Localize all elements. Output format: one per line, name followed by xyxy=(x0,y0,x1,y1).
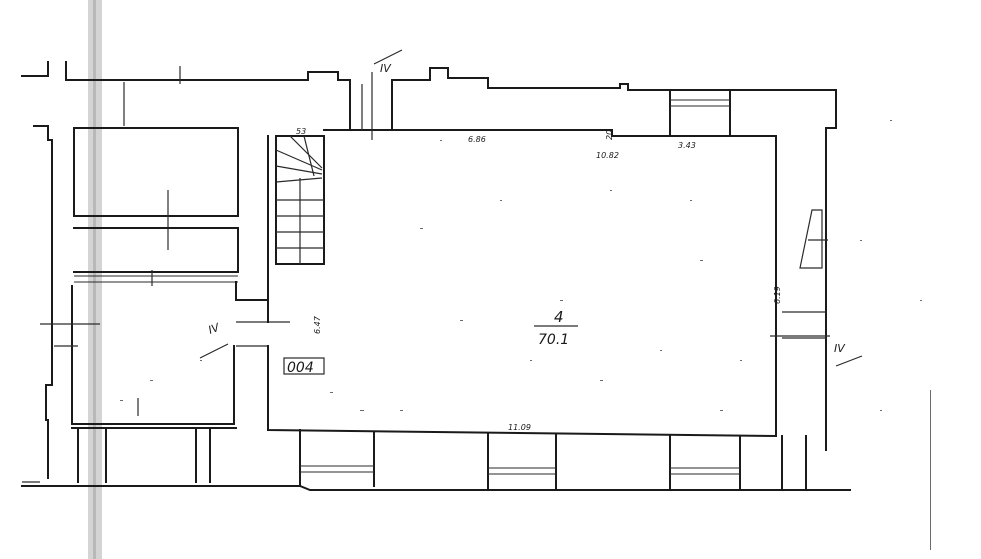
dim-top-segment: 6.86 xyxy=(468,135,486,144)
dim-bottom-length: 11.09 xyxy=(508,423,531,432)
code-box-frame xyxy=(283,357,325,375)
section-mark-right: IV xyxy=(834,342,846,355)
scan-artifact-line xyxy=(93,0,96,559)
room-number: 4 xyxy=(554,308,564,326)
dim-top-small: 53 xyxy=(296,127,306,136)
dim-left-height: 6.47 xyxy=(313,315,322,334)
section-mark-top: IV xyxy=(380,62,392,75)
main-room xyxy=(267,129,830,438)
bottom-windows xyxy=(299,429,807,491)
annotations: IV IV IV 4 70.1 004 53 6.86 20 10.82 3.4… xyxy=(199,49,863,432)
dim-right-height: 6.19 xyxy=(773,286,782,304)
code-box: 004 xyxy=(287,360,314,376)
outer-walls xyxy=(21,61,851,491)
room-area: 70.1 xyxy=(538,332,569,348)
scan-noise xyxy=(120,120,931,550)
dim-top-tick: 20 xyxy=(605,130,614,140)
staircase xyxy=(275,135,325,265)
dim-top-total: 10.82 xyxy=(596,151,619,160)
section-mark-left: IV xyxy=(207,320,223,336)
dim-top-right: 3.43 xyxy=(678,141,696,150)
right-window xyxy=(799,209,828,269)
left-rooms xyxy=(40,66,290,483)
top-openings xyxy=(349,72,731,140)
